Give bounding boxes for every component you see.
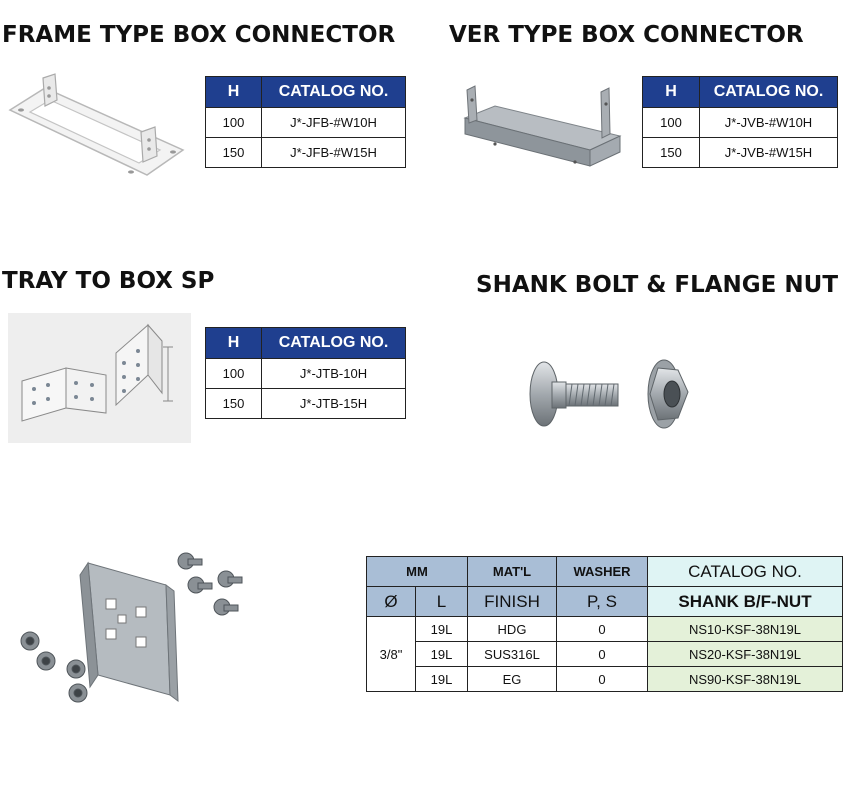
h-value: 150 — [205, 137, 262, 168]
finish-value: SUS316L — [467, 641, 557, 667]
catalog-value: J*-JFB-#W15H — [261, 137, 406, 168]
frame-catalog-table: H CATALOG NO. 100 J*-JFB-#W10H 150 J*-JF… — [205, 76, 406, 168]
finish-header: FINISH — [467, 586, 557, 617]
length-value: 19L — [415, 616, 468, 642]
ver-connector-image — [463, 85, 622, 167]
length-value: 19L — [415, 641, 468, 667]
table-row: 100 J*-JVB-#W10H — [642, 107, 838, 138]
catalog-value: J*-JFB-#W10H — [261, 107, 406, 138]
diameter-header: Ø — [366, 586, 416, 617]
table-row: 19L SUS316L 0 NS20-KSF-38N19L — [367, 641, 843, 667]
table-row: 3/8" 19L HDG 0 NS10-KSF-38N19L — [366, 616, 843, 692]
col-catalog-header: CATALOG NO. — [261, 327, 406, 359]
h-value: 150 — [205, 388, 262, 419]
size-value: 3/8" — [366, 616, 416, 692]
catalog-value: NS90-KSF-38N19L — [647, 666, 843, 692]
h-value: 150 — [642, 137, 700, 168]
washer-header: WASHER — [556, 556, 648, 587]
col-h-header: H — [205, 76, 262, 108]
catalog-value: J*-JVB-#W15H — [699, 137, 838, 168]
shank-bolt-spec-table: MM MAT'L WASHER CATALOG NO. Ø L FINISH P… — [366, 556, 843, 692]
washer-sub-header: P, S — [556, 586, 648, 617]
ver-catalog-table: H CATALOG NO. 100 J*-JVB-#W10H 150 J*-JV… — [642, 76, 838, 168]
washer-value: 0 — [556, 666, 648, 692]
frame-connector-image — [8, 73, 185, 176]
length-value: 19L — [415, 666, 468, 692]
bolt-assembly-image — [20, 552, 243, 703]
catalog-value: NS20-KSF-38N19L — [647, 641, 843, 667]
catalog-value: J*-JTB-15H — [261, 388, 406, 419]
frame-type-title: FRAME TYPE BOX CONNECTOR — [2, 22, 396, 48]
material-header: MAT'L — [467, 556, 557, 587]
shank-bolt-image — [529, 359, 689, 429]
catalog-value: NS10-KSF-38N19L — [647, 616, 843, 642]
col-h-header: H — [205, 327, 262, 359]
table-row: 100 J*-JTB-10H — [205, 358, 406, 389]
tray-to-box-image — [8, 313, 191, 443]
finish-value: EG — [467, 666, 557, 692]
tray-catalog-table: H CATALOG NO. 100 J*-JTB-10H 150 J*-JTB-… — [205, 327, 406, 419]
col-h-header: H — [642, 76, 700, 108]
washer-value: 0 — [556, 616, 648, 642]
h-value: 100 — [642, 107, 700, 138]
col-catalog-header: CATALOG NO. — [261, 76, 406, 108]
length-header: L — [415, 586, 468, 617]
mm-header: MM — [366, 556, 468, 587]
h-value: 100 — [205, 107, 262, 138]
catalog-sub-header: SHANK B/F-NUT — [647, 586, 843, 617]
catalog-value: J*-JVB-#W10H — [699, 107, 838, 138]
table-row: 150 J*-JVB-#W15H — [642, 137, 838, 168]
finish-value: HDG — [467, 616, 557, 642]
washer-value: 0 — [556, 641, 648, 667]
table-row: 150 J*-JFB-#W15H — [205, 137, 406, 168]
catalog-header: CATALOG NO. — [647, 556, 843, 587]
table-row: 150 J*-JTB-15H — [205, 388, 406, 419]
ver-type-title: VER TYPE BOX CONNECTOR — [449, 22, 804, 48]
col-catalog-header: CATALOG NO. — [699, 76, 838, 108]
shank-bolt-title: SHANK BOLT & FLANGE NUT — [476, 272, 839, 298]
h-value: 100 — [205, 358, 262, 389]
tray-to-box-title: TRAY TO BOX SP — [2, 268, 215, 294]
table-row: 19L EG 0 NS90-KSF-38N19L — [367, 666, 843, 692]
table-row: 100 J*-JFB-#W10H — [205, 107, 406, 138]
catalog-value: J*-JTB-10H — [261, 358, 406, 389]
